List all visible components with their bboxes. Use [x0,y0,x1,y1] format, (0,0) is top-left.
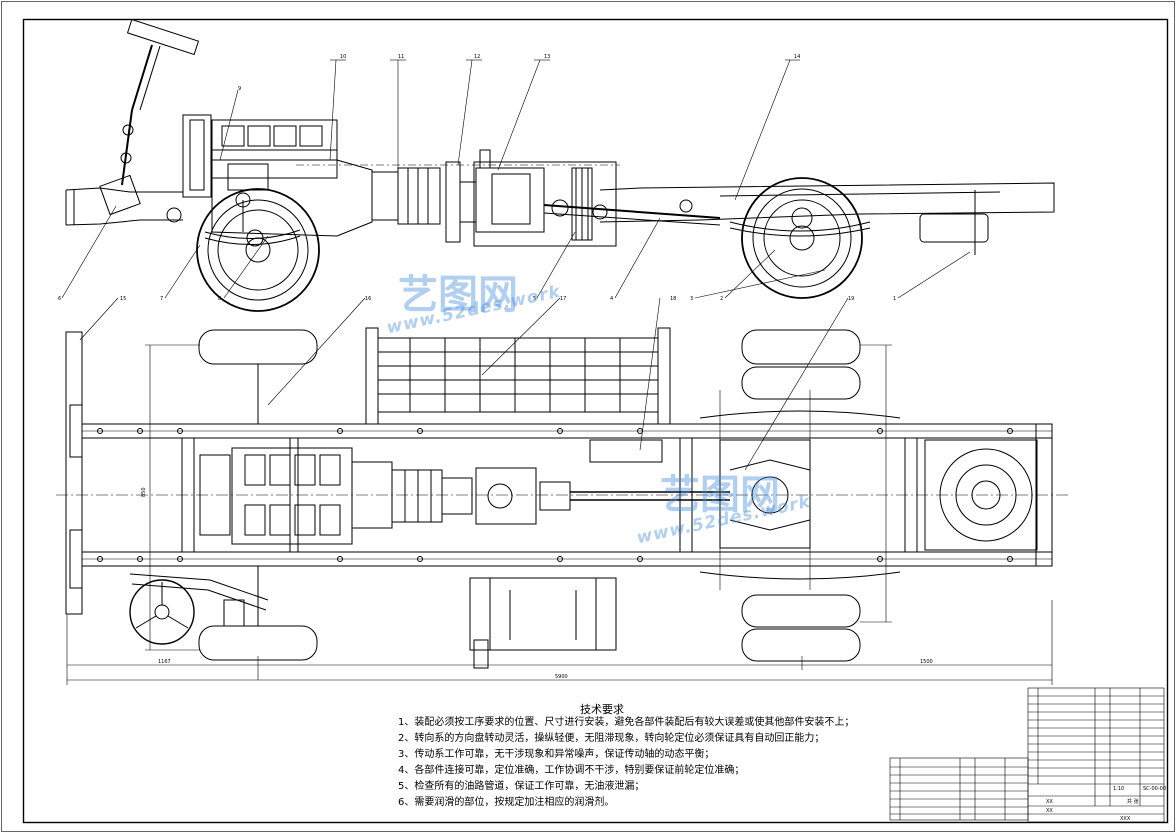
dim-frame-width: 850 [141,487,147,497]
steering-wheel-plan [129,579,195,645]
callout-5: 5 [533,296,536,302]
callout-10: 10 [340,54,346,60]
footer-text: XXX [1120,816,1131,822]
tech-req-item: 6、需要润滑的部位，按规定加注相应的润滑剂。 [398,797,615,808]
callout-16: 16 [365,296,371,302]
callout-12: 12 [474,54,480,60]
steering-wheel [126,18,200,56]
tech-req-item: 2、转向系的方向盘转动灵活，操纵轻便，无阻滞现象，转向轮定位必须保证具有自动回正… [398,733,825,744]
tech-req-item: 5、检查所有的油路管道，保证工作可靠，无油液泄漏； [398,781,645,792]
callout-7: 7 [160,296,163,302]
callout-6: 6 [58,296,61,302]
cargo-rack [377,337,659,413]
callout-17: 17 [560,296,566,302]
dim-overall-length: 5900 [555,674,568,680]
sheet-label: 共 张 [1127,798,1139,805]
side-view [65,18,1055,312]
dim-wheelbase: 1500 [920,659,933,665]
callout-4: 4 [610,296,613,302]
front-bumper [65,331,83,615]
callout-2: 2 [720,296,723,302]
tech-req-item: 1、装配必须按工序要求的位置、尺寸进行安装，避免各部件装配后有较大误差或使其他部… [398,717,855,728]
engine-block [211,119,338,179]
plan-view [56,327,1068,669]
callout-3: 3 [690,296,693,302]
fuel-tank [469,577,617,651]
callout-labels: 1 2 3 4 5 6 7 8 9 10 11 12 13 14 15 16 1… [58,54,896,302]
rear-wheel-bottom-inner [741,594,861,628]
callout-13: 13 [544,54,550,60]
dimensions [66,344,1053,685]
name-text: XX [1046,799,1053,805]
callout-8: 8 [218,296,221,302]
dim-front-overhang: 1167 [158,659,171,665]
callout-14: 14 [794,54,800,60]
rear-wheel-top-inner [741,366,861,400]
designer-name: XX [1046,808,1053,814]
rear-wheel-side [741,177,863,299]
front-wheel-top [198,329,318,365]
callout-15: 15 [120,296,126,302]
front-wheel-bottom [198,625,318,661]
callout-11: 11 [398,54,404,60]
inner-border [22,18,1169,824]
callout-19: 19 [848,296,854,302]
rear-wheel-top-outer [741,329,861,365]
parts-list-left [889,757,1029,821]
tech-req-item: 4、各部件连接可靠，定位准确，工作协调不干涉，特别要保证前轮定位准确； [398,765,745,776]
dimension-labels: 5900 1167 1500 850 [141,487,933,680]
drawing-number: SC-00-00 [1143,786,1166,792]
tech-req-item: 3、传动系工作可靠，无干涉现象和异常噪声，保证传动轴的动态平衡； [398,749,715,760]
title-block-text: SC-00-00 1:10 共 张 XX XX XXX [1046,786,1166,822]
callout-9: 9 [238,86,241,92]
side-leaders [61,59,971,299]
scale-value: 1:10 [1113,786,1124,792]
callout-1: 1 [893,296,896,302]
callout-18: 18 [670,296,676,302]
tech-req-title: 技术要求 [580,703,624,716]
parts-list-right [1027,687,1165,823]
plan-leaders [79,297,849,471]
rear-wheel-bottom-outer [741,628,861,662]
